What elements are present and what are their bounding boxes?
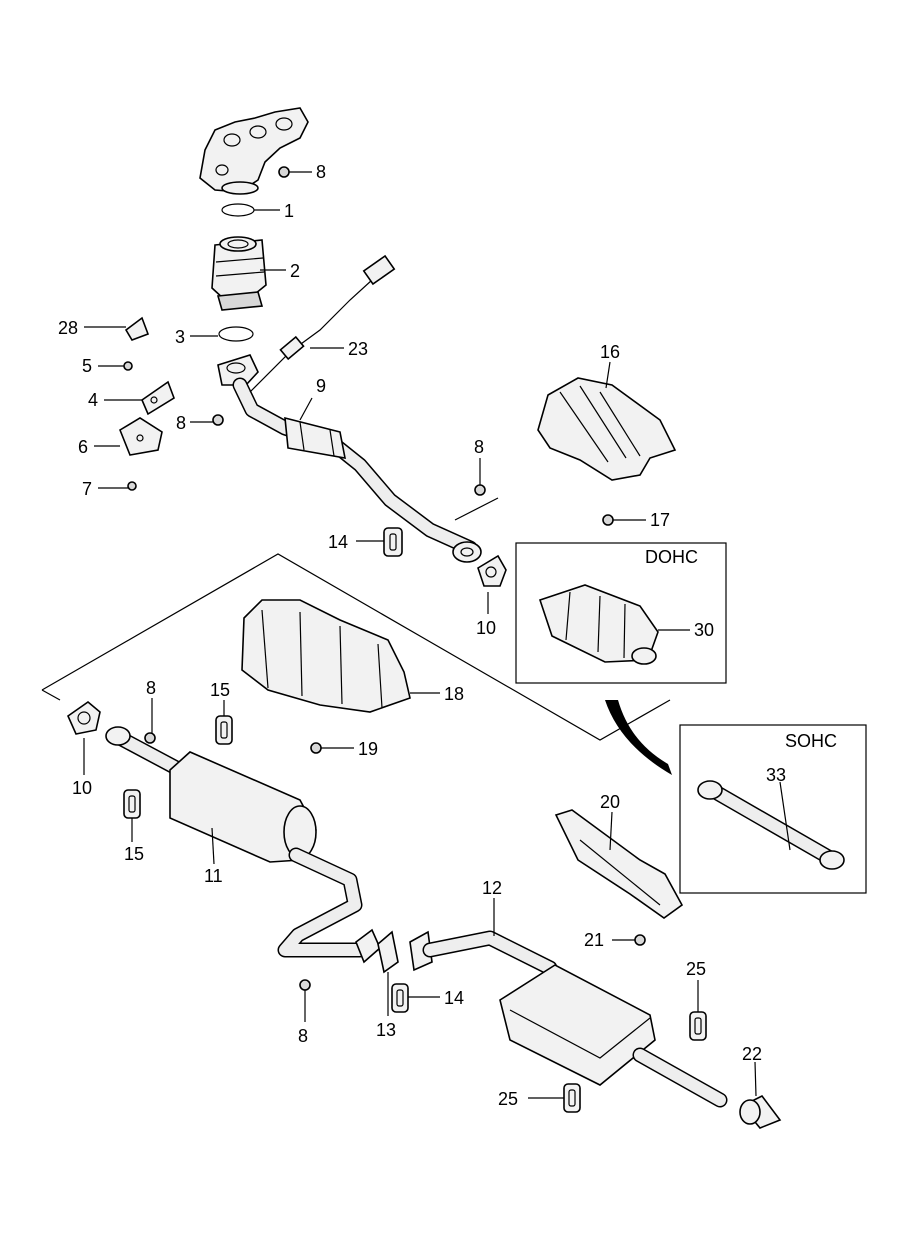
gasket-3 <box>218 326 254 342</box>
callout-16: 16 <box>600 342 620 362</box>
callout-2: 2 <box>290 261 300 281</box>
nut-8e <box>299 979 311 991</box>
callout-labels: 8 1 2 28 3 23 5 4 9 8 6 7 16 8 17 14 10 … <box>58 162 786 1109</box>
gasket-10-upper <box>477 554 507 587</box>
callout-8: 8 <box>474 437 484 457</box>
heat-shield-16 <box>537 377 677 481</box>
callout-23: 23 <box>348 339 368 359</box>
callout-8: 8 <box>298 1026 308 1046</box>
heat-shield-20 <box>554 809 684 919</box>
heat-shield-18 <box>241 599 411 713</box>
gasket-1 <box>221 203 255 217</box>
callout-20: 20 <box>600 792 620 812</box>
callout-6: 6 <box>78 437 88 457</box>
callout-8: 8 <box>146 678 156 698</box>
hanger-25-right <box>689 1011 707 1041</box>
callout-17: 17 <box>650 510 670 530</box>
dohc-title: DOHC <box>645 547 698 567</box>
hanger-25-bottom <box>563 1083 581 1113</box>
sohc-box: SOHC <box>679 724 867 894</box>
rear-pipe-12 <box>422 930 558 976</box>
bracket-6 <box>119 417 163 456</box>
callout-9: 9 <box>316 376 326 396</box>
callout-14: 14 <box>444 988 464 1008</box>
flange-joint <box>355 928 433 974</box>
oxygen-sensor-23 <box>249 254 396 393</box>
callout-13: 13 <box>376 1020 396 1040</box>
hanger-14-upper <box>383 527 403 557</box>
callout-25: 25 <box>498 1089 518 1109</box>
callout-12: 12 <box>482 878 502 898</box>
leader-lines <box>83 171 791 1099</box>
hanger-14-lower <box>391 983 409 1013</box>
nut-8d <box>144 732 156 744</box>
front-pipe-flange <box>217 354 259 386</box>
callout-33: 33 <box>766 765 786 785</box>
bracket-4 <box>141 380 175 416</box>
bolt-5 <box>123 361 133 371</box>
assembly-outline <box>41 497 671 741</box>
catalytic-converter-30 <box>538 584 659 665</box>
nut-8a <box>278 166 290 178</box>
callout-18: 18 <box>444 684 464 704</box>
callout-10: 10 <box>72 778 92 798</box>
callout-8: 8 <box>316 162 326 182</box>
callout-25: 25 <box>686 959 706 979</box>
callout-1: 1 <box>284 201 294 221</box>
center-muffler-11 <box>105 726 368 958</box>
main-muffler <box>499 964 728 1108</box>
bolt-7 <box>127 481 137 491</box>
callout-8: 8 <box>176 413 186 433</box>
callout-19: 19 <box>358 739 378 759</box>
callout-5: 5 <box>82 356 92 376</box>
callout-22: 22 <box>742 1044 762 1064</box>
pipe-33 <box>697 780 845 870</box>
front-pipe-9 <box>232 377 482 563</box>
catalytic-converter-2 <box>211 236 267 311</box>
callout-30: 30 <box>694 620 714 640</box>
callout-3: 3 <box>175 327 185 347</box>
callout-7: 7 <box>82 479 92 499</box>
tail-tip-22 <box>739 1094 782 1129</box>
callout-10: 10 <box>476 618 496 638</box>
nut-17 <box>602 514 614 526</box>
bracket-28 <box>124 316 150 341</box>
gasket-10-lower <box>67 700 101 735</box>
hanger-15-lower <box>123 789 141 819</box>
nut-8b <box>212 414 224 426</box>
exhaust-manifold <box>199 107 309 195</box>
callout-4: 4 <box>88 390 98 410</box>
callout-15: 15 <box>124 844 144 864</box>
nut-19 <box>310 742 322 754</box>
callout-15: 15 <box>210 680 230 700</box>
callout-21: 21 <box>584 930 604 950</box>
callout-28: 28 <box>58 318 78 338</box>
hanger-15-upper <box>215 715 233 745</box>
nut-8c <box>474 484 486 496</box>
dohc-box: DOHC <box>515 542 727 684</box>
nut-21 <box>634 934 646 946</box>
sohc-title: SOHC <box>785 731 837 751</box>
dohc-to-sohc-arrow <box>605 700 672 775</box>
callout-14: 14 <box>328 532 348 552</box>
callout-11: 11 <box>204 866 223 886</box>
